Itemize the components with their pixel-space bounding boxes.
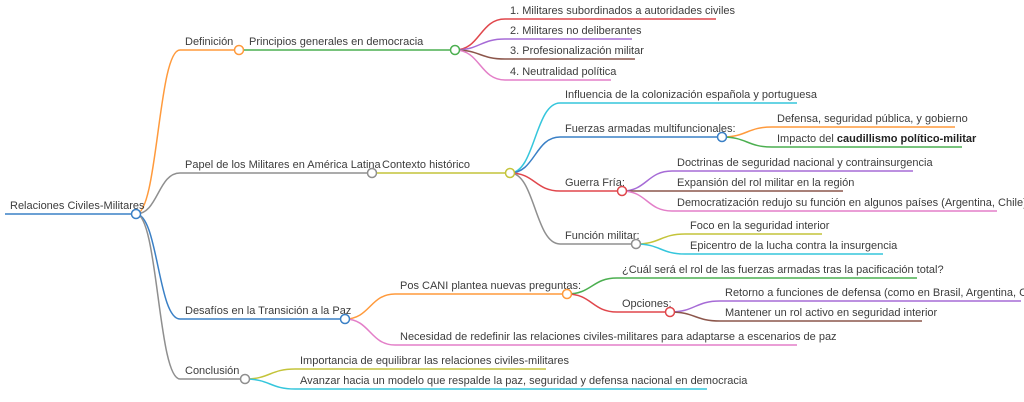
node-definicion[interactable]: Definición [180,36,245,56]
node-desafios[interactable]: Desafíos en la Transición a la Paz [180,305,351,325]
node-pos-cani-link [344,293,396,320]
node-principios-toggle-icon[interactable] [449,44,461,56]
impacto-bold: caudillismo político-militar [837,133,977,145]
node-definicion-label: Definición [185,36,233,48]
node-opciones-toggle-icon[interactable] [664,306,676,318]
node-conclusion-label: Conclusión [185,365,239,377]
node-opciones-label: Opciones: [622,298,672,310]
node-importancia[interactable]: Importancia de equilibrar las relaciones… [295,355,569,370]
node-avanzar[interactable]: Avanzar hacia un modelo que respalde la … [295,375,748,390]
node-principio-4-label: 4. Neutralidad política [510,66,617,78]
node-opciones-link [566,293,618,313]
node-pos-cani-toggle-icon[interactable] [561,288,573,300]
node-principio-1-label: 1. Militares subordinados a autoridades … [510,5,736,17]
node-pregunta-label: ¿Cuál será el rol de las fuerzas armadas… [622,264,944,276]
node-principios-label: Principios generales en democracia [249,36,424,48]
node-impacto[interactable]: Impacto del caudillismo político-militar [772,133,977,148]
node-fuerzas[interactable]: Fuerzas armadas multifuncionales: [560,123,736,143]
node-principio-3[interactable]: 3. Profesionalización militar [505,45,644,60]
node-fuerzas-toggle-icon[interactable] [716,131,728,143]
node-guerra-fria-label: Guerra Fría: [565,177,625,189]
node-impacto-link [721,136,773,148]
node-doctrinas-link [621,170,673,192]
node-retorno-label: Retorno a funciones de defensa (como en … [725,287,1024,299]
node-necesidad-link [344,318,396,346]
node-principio-2[interactable]: 2. Militares no deliberantes [505,25,642,40]
node-principio-3-label: 3. Profesionalización militar [510,45,644,57]
root-node-label: Relaciones Civiles-Militares [10,200,145,212]
node-expansion-label: Expansión del rol militar en la región [677,177,854,189]
node-democratizacion[interactable]: Democratización redujo su función en alg… [672,197,1024,212]
node-democratizacion-link [621,190,673,212]
node-papel[interactable]: Papel de los Militares en América Latina [180,159,382,179]
node-fuerzas-link [509,136,561,174]
node-conclusion-link [135,213,181,380]
node-funcion-militar[interactable]: Función militar: [560,230,642,250]
node-impacto-label: Impacto del caudillismo político-militar [777,133,977,145]
node-principio-2-label: 2. Militares no deliberantes [510,25,642,37]
node-retorno[interactable]: Retorno a funciones de defensa (como en … [720,287,1024,302]
node-funcion-militar-label: Función militar: [565,230,640,242]
node-foco-label: Foco en la seguridad interior [690,220,830,232]
impacto-prefix: Impacto del [777,133,837,145]
node-mantener-label: Mantener un rol activo en seguridad inte… [725,307,938,319]
node-fuerzas-label: Fuerzas armadas multifuncionales: [565,123,736,135]
node-necesidad-label: Necesidad de redefinir las relaciones ci… [400,331,837,343]
root-node[interactable]: Relaciones Civiles-Militares [5,200,145,220]
node-expansion[interactable]: Expansión del rol militar en la región [672,177,854,192]
node-avanzar-label: Avanzar hacia un modelo que respalde la … [300,375,748,387]
node-principio-1[interactable]: 1. Militares subordinados a autoridades … [505,5,736,20]
node-definicion-link [135,49,181,215]
node-funcion-militar-link [509,172,561,245]
node-pos-cani-label: Pos CANI plantea nuevas preguntas: [400,280,581,292]
node-epicentro[interactable]: Epicentro de la lucha contra la insurgen… [685,240,898,255]
node-guerra-fria-link [509,172,561,192]
links [135,18,773,390]
node-funcion-militar-toggle-icon[interactable] [630,238,642,250]
node-definicion-toggle-icon[interactable] [233,44,245,56]
node-principio-4-link [454,49,506,81]
node-doctrinas[interactable]: Doctrinas de seguridad nacional y contra… [672,157,933,172]
node-papel-label: Papel de los Militares en América Latina [185,159,382,171]
node-foco[interactable]: Foco en la seguridad interior [685,220,830,235]
node-avanzar-link [244,378,296,390]
node-contexto[interactable]: Contexto histórico [377,159,516,179]
node-doctrinas-label: Doctrinas de seguridad nacional y contra… [677,157,933,169]
node-influencia-link [509,102,561,174]
node-defensa-label: Defensa, seguridad pública, y gobierno [777,113,968,125]
node-epicentro-label: Epicentro de la lucha contra la insurgen… [690,240,898,252]
node-papel-toggle-icon[interactable] [366,167,378,179]
node-mantener[interactable]: Mantener un rol activo en seguridad inte… [720,307,938,322]
node-pregunta[interactable]: ¿Cuál será el rol de las fuerzas armadas… [617,264,944,279]
node-mantener-link [669,311,721,322]
node-guerra-fria-toggle-icon[interactable] [616,185,628,197]
node-foco-link [635,233,686,245]
node-principio-1-link [454,18,506,51]
node-pregunta-link [566,277,618,295]
node-conclusion[interactable]: Conclusión [180,365,251,385]
node-necesidad[interactable]: Necesidad de redefinir las relaciones ci… [395,331,837,346]
node-contexto-toggle-icon[interactable] [504,167,516,179]
node-principios[interactable]: Principios generales en democracia [244,36,461,56]
node-pos-cani[interactable]: Pos CANI plantea nuevas preguntas: [395,280,581,300]
nodes: Relaciones Civiles-Militares Definición Pr… [5,5,1024,390]
node-papel-link [135,172,181,215]
node-retorno-link [669,300,721,313]
node-desafios-label: Desafíos en la Transición a la Paz [185,305,351,317]
node-conclusion-toggle-icon[interactable] [239,373,251,385]
root-node-toggle-icon[interactable] [130,208,142,220]
node-epicentro-link [635,243,686,255]
node-principio-4[interactable]: 4. Neutralidad política [505,66,617,81]
node-influencia[interactable]: Influencia de la colonización española y… [560,89,818,104]
node-desafios-link [135,213,181,320]
node-guerra-fria[interactable]: Guerra Fría: [560,177,628,197]
node-influencia-label: Influencia de la colonización española y… [565,89,818,101]
node-desafios-toggle-icon[interactable] [339,313,351,325]
node-opciones[interactable]: Opciones: [617,298,676,318]
node-democratizacion-label: Democratización redujo su función en alg… [677,197,1024,209]
node-contexto-label: Contexto histórico [382,159,470,171]
node-importancia-label: Importancia de equilibrar las relaciones… [300,355,569,367]
node-importancia-link [244,368,296,380]
node-defensa[interactable]: Defensa, seguridad pública, y gobierno [772,113,968,128]
